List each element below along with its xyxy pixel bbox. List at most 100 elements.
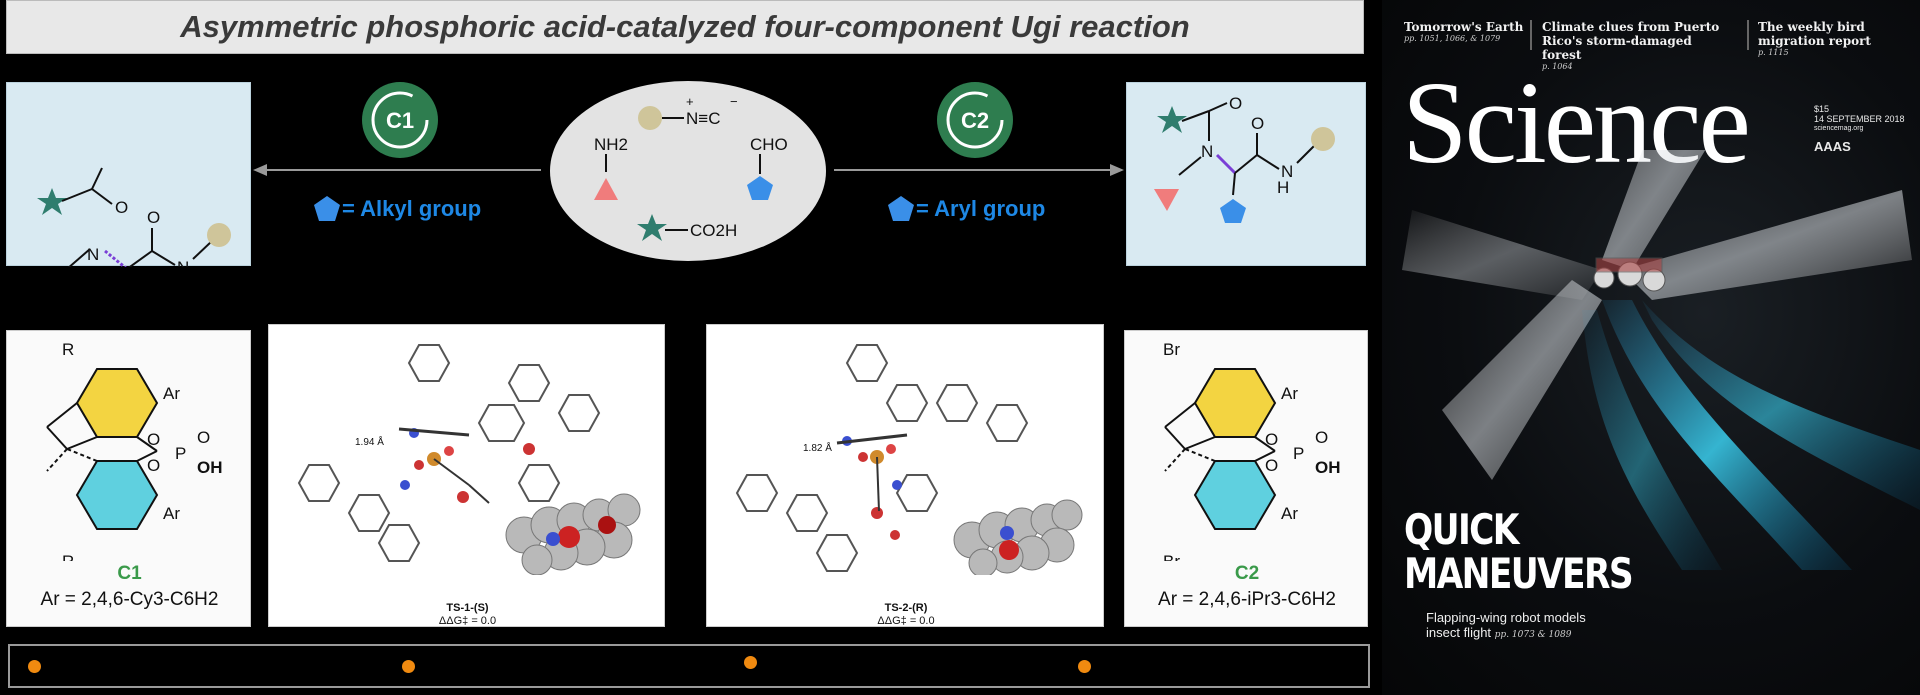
- alkyl-group-note: = Alkyl group: [312, 194, 481, 224]
- slide-title: Asymmetric phosphoric acid-catalyzed fou…: [180, 9, 1190, 44]
- ts1-3d-model: 1.94 Å: [297, 344, 641, 576]
- atom-o-1: O: [115, 198, 128, 217]
- cover-sub-line2: insect flight: [1426, 625, 1492, 640]
- cover-publisher: AAAS: [1814, 139, 1851, 154]
- ts2-distance: 1.82 Å: [803, 441, 832, 454]
- atom-o-4: O: [1251, 114, 1264, 133]
- c1-ar-top: Ar: [163, 384, 180, 403]
- cover-site: sciencemag.org: [1814, 125, 1864, 132]
- pentagon-icon: [888, 196, 914, 221]
- acid-label: CO2H: [690, 221, 737, 240]
- atom-o-2: O: [147, 208, 160, 227]
- isocyanide-label: N≡C: [686, 109, 720, 128]
- progress-dot-2[interactable]: [402, 660, 415, 673]
- ts1-distance: 1.94 Å: [355, 435, 384, 448]
- atom-n-4: N: [1281, 162, 1293, 181]
- cover-robot-illustration: [1402, 150, 1920, 570]
- circle-group-icon: [638, 106, 662, 130]
- star-group-icon: [37, 188, 67, 215]
- cover-feature-subtitle: Flapping-wing robot models insect flight…: [1426, 610, 1586, 640]
- aryl-group-note: = Aryl group: [886, 194, 1045, 224]
- aldehyde-label: CHO: [750, 135, 788, 154]
- catalyst-c1-name: C1: [117, 563, 142, 584]
- journal-cover: Tomorrow's Earth pp. 1051, 1066, & 1079 …: [1382, 0, 1920, 695]
- badge-c2-label: C2: [961, 108, 989, 133]
- progress-dot-4[interactable]: [1078, 660, 1091, 673]
- alkyl-group-label: = Alkyl group: [342, 196, 482, 221]
- atom-n-3: N: [1201, 142, 1213, 161]
- space-filling-model: [953, 499, 1083, 578]
- c1-ar-bottom: Ar: [163, 504, 180, 523]
- star-group-icon: [1157, 106, 1187, 133]
- c1-o-3: O: [197, 428, 210, 447]
- pentagon-group-icon: [747, 176, 773, 200]
- arrow-right: [834, 164, 1124, 176]
- cover-issue-meta: $15 14 SEPTEMBER 2018 sciencemag.org AAA…: [1814, 104, 1905, 154]
- arrow-left: [253, 164, 541, 176]
- robot-body: [1593, 257, 1666, 292]
- progress-dot-3[interactable]: [744, 656, 757, 669]
- cover-headline-2-pages: p. 1064: [1542, 62, 1573, 71]
- c1-o-1: O: [147, 430, 160, 449]
- ts2-label: TS-2-(R): [884, 602, 928, 614]
- svg-text:−: −: [730, 94, 738, 109]
- triangle-group-icon: [1154, 189, 1179, 211]
- c1-o-2: O: [147, 456, 160, 475]
- cover-headline-3: The weekly bird migration report p. 1115: [1758, 20, 1908, 57]
- progress-dot-1[interactable]: [28, 660, 41, 673]
- cover-headline-2: Climate clues from Puerto Rico's storm-d…: [1542, 20, 1732, 71]
- catalyst-structure-c2: O O P O OH Br Br Ar Ar: [1163, 340, 1341, 571]
- catalyst-c2-name: C2: [1234, 563, 1260, 584]
- ts1-panel: 1.94 Å TS-1-(S) ΔΔG‡ = 0.0: [268, 324, 665, 627]
- atom-o-3: O: [1229, 94, 1242, 113]
- cover-date: 14 SEPTEMBER 2018: [1814, 114, 1905, 124]
- c1-oh: OH: [197, 458, 223, 477]
- catalyst-panel-c2: O O P O OH Br Br Ar Ar C2 Ar = 2,4,6-iPr…: [1124, 330, 1368, 627]
- product-panel-right: O N O N H: [1126, 82, 1366, 266]
- cover-divider-2: [1747, 20, 1749, 50]
- c2-ar-top: Ar: [1281, 384, 1298, 403]
- ts2-energy: ΔΔG‡ = 0.0: [877, 615, 935, 627]
- c1-r-bottom: R: [62, 552, 74, 561]
- pentagon-icon: [314, 196, 340, 221]
- c2-br-bottom: Br: [1163, 552, 1180, 561]
- slide-title-bar: Asymmetric phosphoric acid-catalyzed fou…: [6, 0, 1364, 54]
- ts1-label: TS-1-(S): [446, 602, 489, 614]
- cover-headline-1: Tomorrow's Earth pp. 1051, 1066, & 1079: [1404, 20, 1524, 43]
- cover-feature-title: QUICK MANEUVERS: [1404, 505, 1634, 596]
- svg-text:+: +: [686, 94, 694, 109]
- c2-o-2: O: [1265, 456, 1278, 475]
- cover-sub-line1: Flapping-wing robot models: [1426, 610, 1586, 625]
- circle-group-icon: [207, 223, 231, 247]
- c1-r-top: R: [62, 340, 74, 359]
- c2-oh: OH: [1315, 458, 1341, 477]
- cover-price: $15: [1814, 104, 1830, 114]
- catalyst-badge-c1: C1: [362, 82, 438, 158]
- cover-headline-1-pages: pp. 1051, 1066, & 1079: [1404, 34, 1501, 43]
- c2-br-top: Br: [1163, 340, 1180, 359]
- catalyst-badge-c2: C2: [937, 82, 1013, 158]
- product-structure-c2: O N O N H: [1154, 94, 1335, 223]
- cover-feature-line1: QUICK: [1404, 505, 1519, 554]
- slide-progress-bar: [8, 644, 1370, 688]
- catalyst-c1-formula: Ar = 2,4,6-Cy3-C6H2: [40, 589, 219, 610]
- badge-c1-label: C1: [386, 108, 414, 133]
- pentagon-group-icon: [1220, 199, 1246, 223]
- atom-n-2: N: [177, 258, 189, 267]
- c2-o-1: O: [1265, 430, 1278, 449]
- atom-h-2: H: [1277, 178, 1289, 197]
- catalyst-panel-c1: O O P O OH R R Ar Ar C1 Ar = 2,4,6-Cy3-C…: [6, 330, 251, 627]
- triangle-group-icon: [594, 178, 618, 200]
- catalyst-c2-formula: Ar = 2,4,6-iPr3-C6H2: [1158, 589, 1336, 610]
- circle-group-icon: [1311, 127, 1335, 151]
- cover-headline-3-pages: p. 1115: [1758, 48, 1789, 57]
- catalyst-structure-c1: O O P O OH R R Ar Ar: [46, 340, 223, 571]
- star-group-icon: [637, 214, 667, 241]
- atom-n-1: N: [87, 245, 99, 264]
- ts2-3d-model: 1.82 Å: [735, 344, 1083, 578]
- c2-p: P: [1293, 444, 1304, 463]
- cover-headline-3-text: The weekly bird migration report: [1758, 20, 1871, 48]
- amine-label: NH2: [594, 135, 628, 154]
- ts2-panel: 1.82 Å TS-2-(R) ΔΔG‡ = 0.0: [706, 324, 1104, 627]
- c2-ar-bottom: Ar: [1281, 504, 1298, 523]
